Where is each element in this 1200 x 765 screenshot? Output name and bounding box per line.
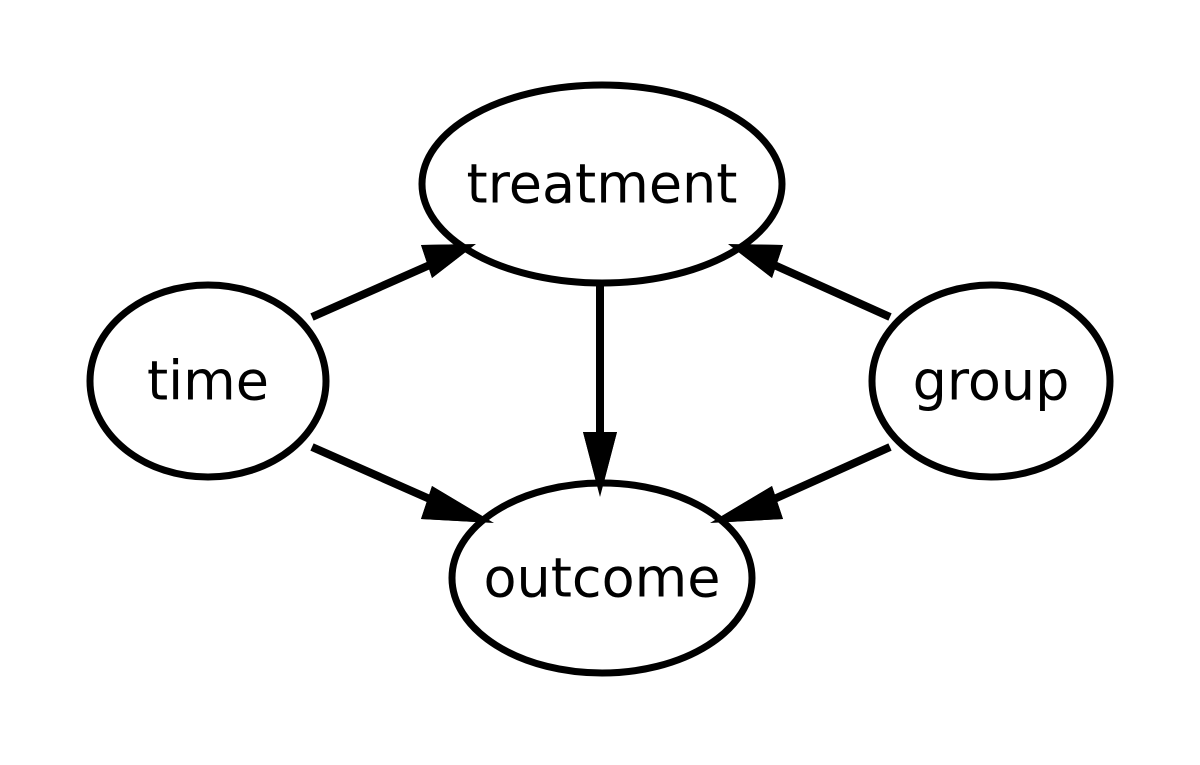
node-group[interactable]: group <box>868 281 1114 481</box>
edge-line <box>770 260 892 321</box>
node-time[interactable]: time <box>86 281 330 481</box>
node-outcome[interactable]: outcome <box>448 479 756 677</box>
arrowhead-overlay-layer <box>421 244 783 523</box>
node-time-ellipse <box>86 281 330 481</box>
edge-line <box>310 443 434 504</box>
edge-line <box>310 260 434 321</box>
node-treatment-ellipse <box>418 81 786 287</box>
node-treatment-label: treatment <box>467 153 738 216</box>
arrowhead-icon <box>421 486 494 523</box>
arrowhead-icon <box>421 244 476 278</box>
node-group-ellipse <box>868 281 1114 481</box>
arrowhead-icon <box>583 432 617 497</box>
node-layer: treatment time group outcome <box>86 81 1114 677</box>
edge-line <box>770 443 892 504</box>
node-treatment[interactable]: treatment <box>418 81 786 287</box>
node-time-label: time <box>147 350 269 413</box>
arrowhead-icon <box>710 486 783 523</box>
node-outcome-label: outcome <box>484 547 721 610</box>
node-group-label: group <box>913 350 1070 413</box>
arrowhead-icon <box>728 244 783 278</box>
